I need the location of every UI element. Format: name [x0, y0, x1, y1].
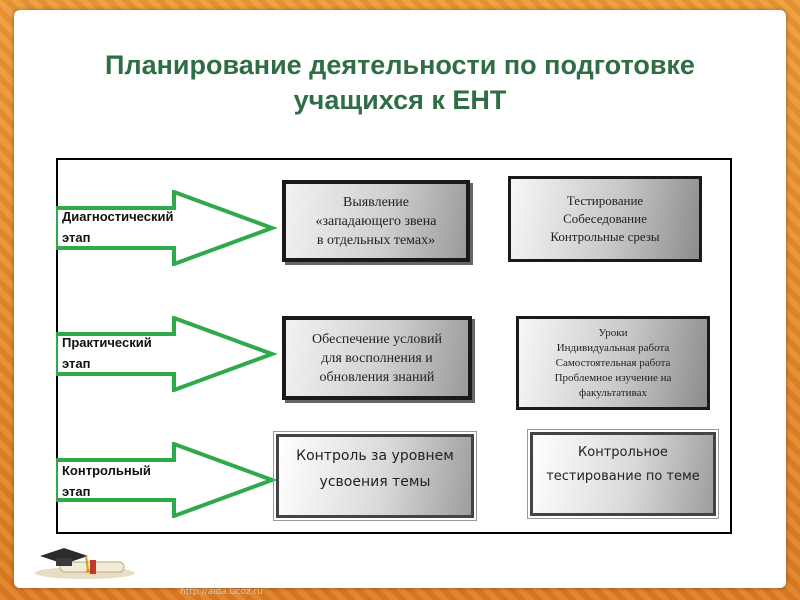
diagnostic-goal-box: Выявление «западающего звена в отдельных… [282, 180, 470, 262]
control-goal-box: Контроль за уровнем усвоения темы [273, 431, 477, 521]
box-text-line: Уроки [598, 326, 628, 339]
box-text-line: факультативах [579, 386, 647, 399]
box-text-line: обновления знаний [319, 369, 435, 385]
graduation-cap-icon [35, 548, 135, 579]
box-text-line: усвоения темы [319, 474, 431, 490]
box-text-line: Самостоятельная работа [555, 356, 671, 369]
stage-label-line: этап [62, 230, 91, 245]
slide-title: Планирование деятельности по подготовке … [30, 48, 770, 118]
box-text-line: Проблемное изучение на [554, 371, 672, 384]
green-arrow-icon [56, 316, 278, 392]
box-text-line: в отдельных темах» [316, 232, 436, 248]
stage-label-line: Контрольный [62, 463, 151, 478]
control-methods-box: Контрольное тестирование по теме [527, 429, 719, 519]
box-text-line: для восполнения и [321, 350, 433, 366]
stage-label-control: Контрольный этап [62, 460, 151, 502]
box-text-line: Контроль за уровнем [296, 448, 454, 464]
stage-label-line: Диагностический [62, 209, 174, 224]
title-line-1: Планирование деятельности по подготовке [105, 50, 695, 80]
box-text-line: Тестирование [566, 193, 644, 208]
box-text-line: Обеспечение условий [312, 331, 442, 347]
box-text-line: Контрольное [578, 445, 668, 460]
green-arrow-icon [56, 190, 278, 266]
box-text-line: Индивидуальная работа [556, 341, 670, 354]
stage-label-line: этап [62, 356, 91, 371]
box-text-line: тестирование по теме [546, 469, 700, 484]
practical-goal-box: Обеспечение условий для восполнения и об… [282, 316, 472, 400]
title-line-2: учащихся к ЕНТ [293, 85, 507, 115]
green-arrow-icon [56, 442, 278, 518]
stage-label-practical: Практический этап [62, 332, 152, 374]
box-text-line: «западающего звена [315, 213, 437, 229]
stage-label-line: Практический [62, 335, 152, 350]
footer-watermark-url: http://aida.ucoz.ru [180, 587, 263, 597]
stage-label-line: этап [62, 484, 91, 499]
stage-label-diagnostic: Диагностический этап [62, 206, 173, 248]
box-text-line: Выявление [342, 194, 409, 210]
planning-diagram: Диагностический этап Выявление «западающ… [56, 158, 732, 534]
box-text-line: Собеседование [563, 211, 647, 226]
practical-methods-box: Уроки Индивидуальная работа Самостоятель… [516, 316, 710, 410]
diagnostic-methods-box: Тестирование Собеседование Контрольные с… [508, 176, 702, 262]
box-text-line: Контрольные срезы [550, 229, 660, 244]
